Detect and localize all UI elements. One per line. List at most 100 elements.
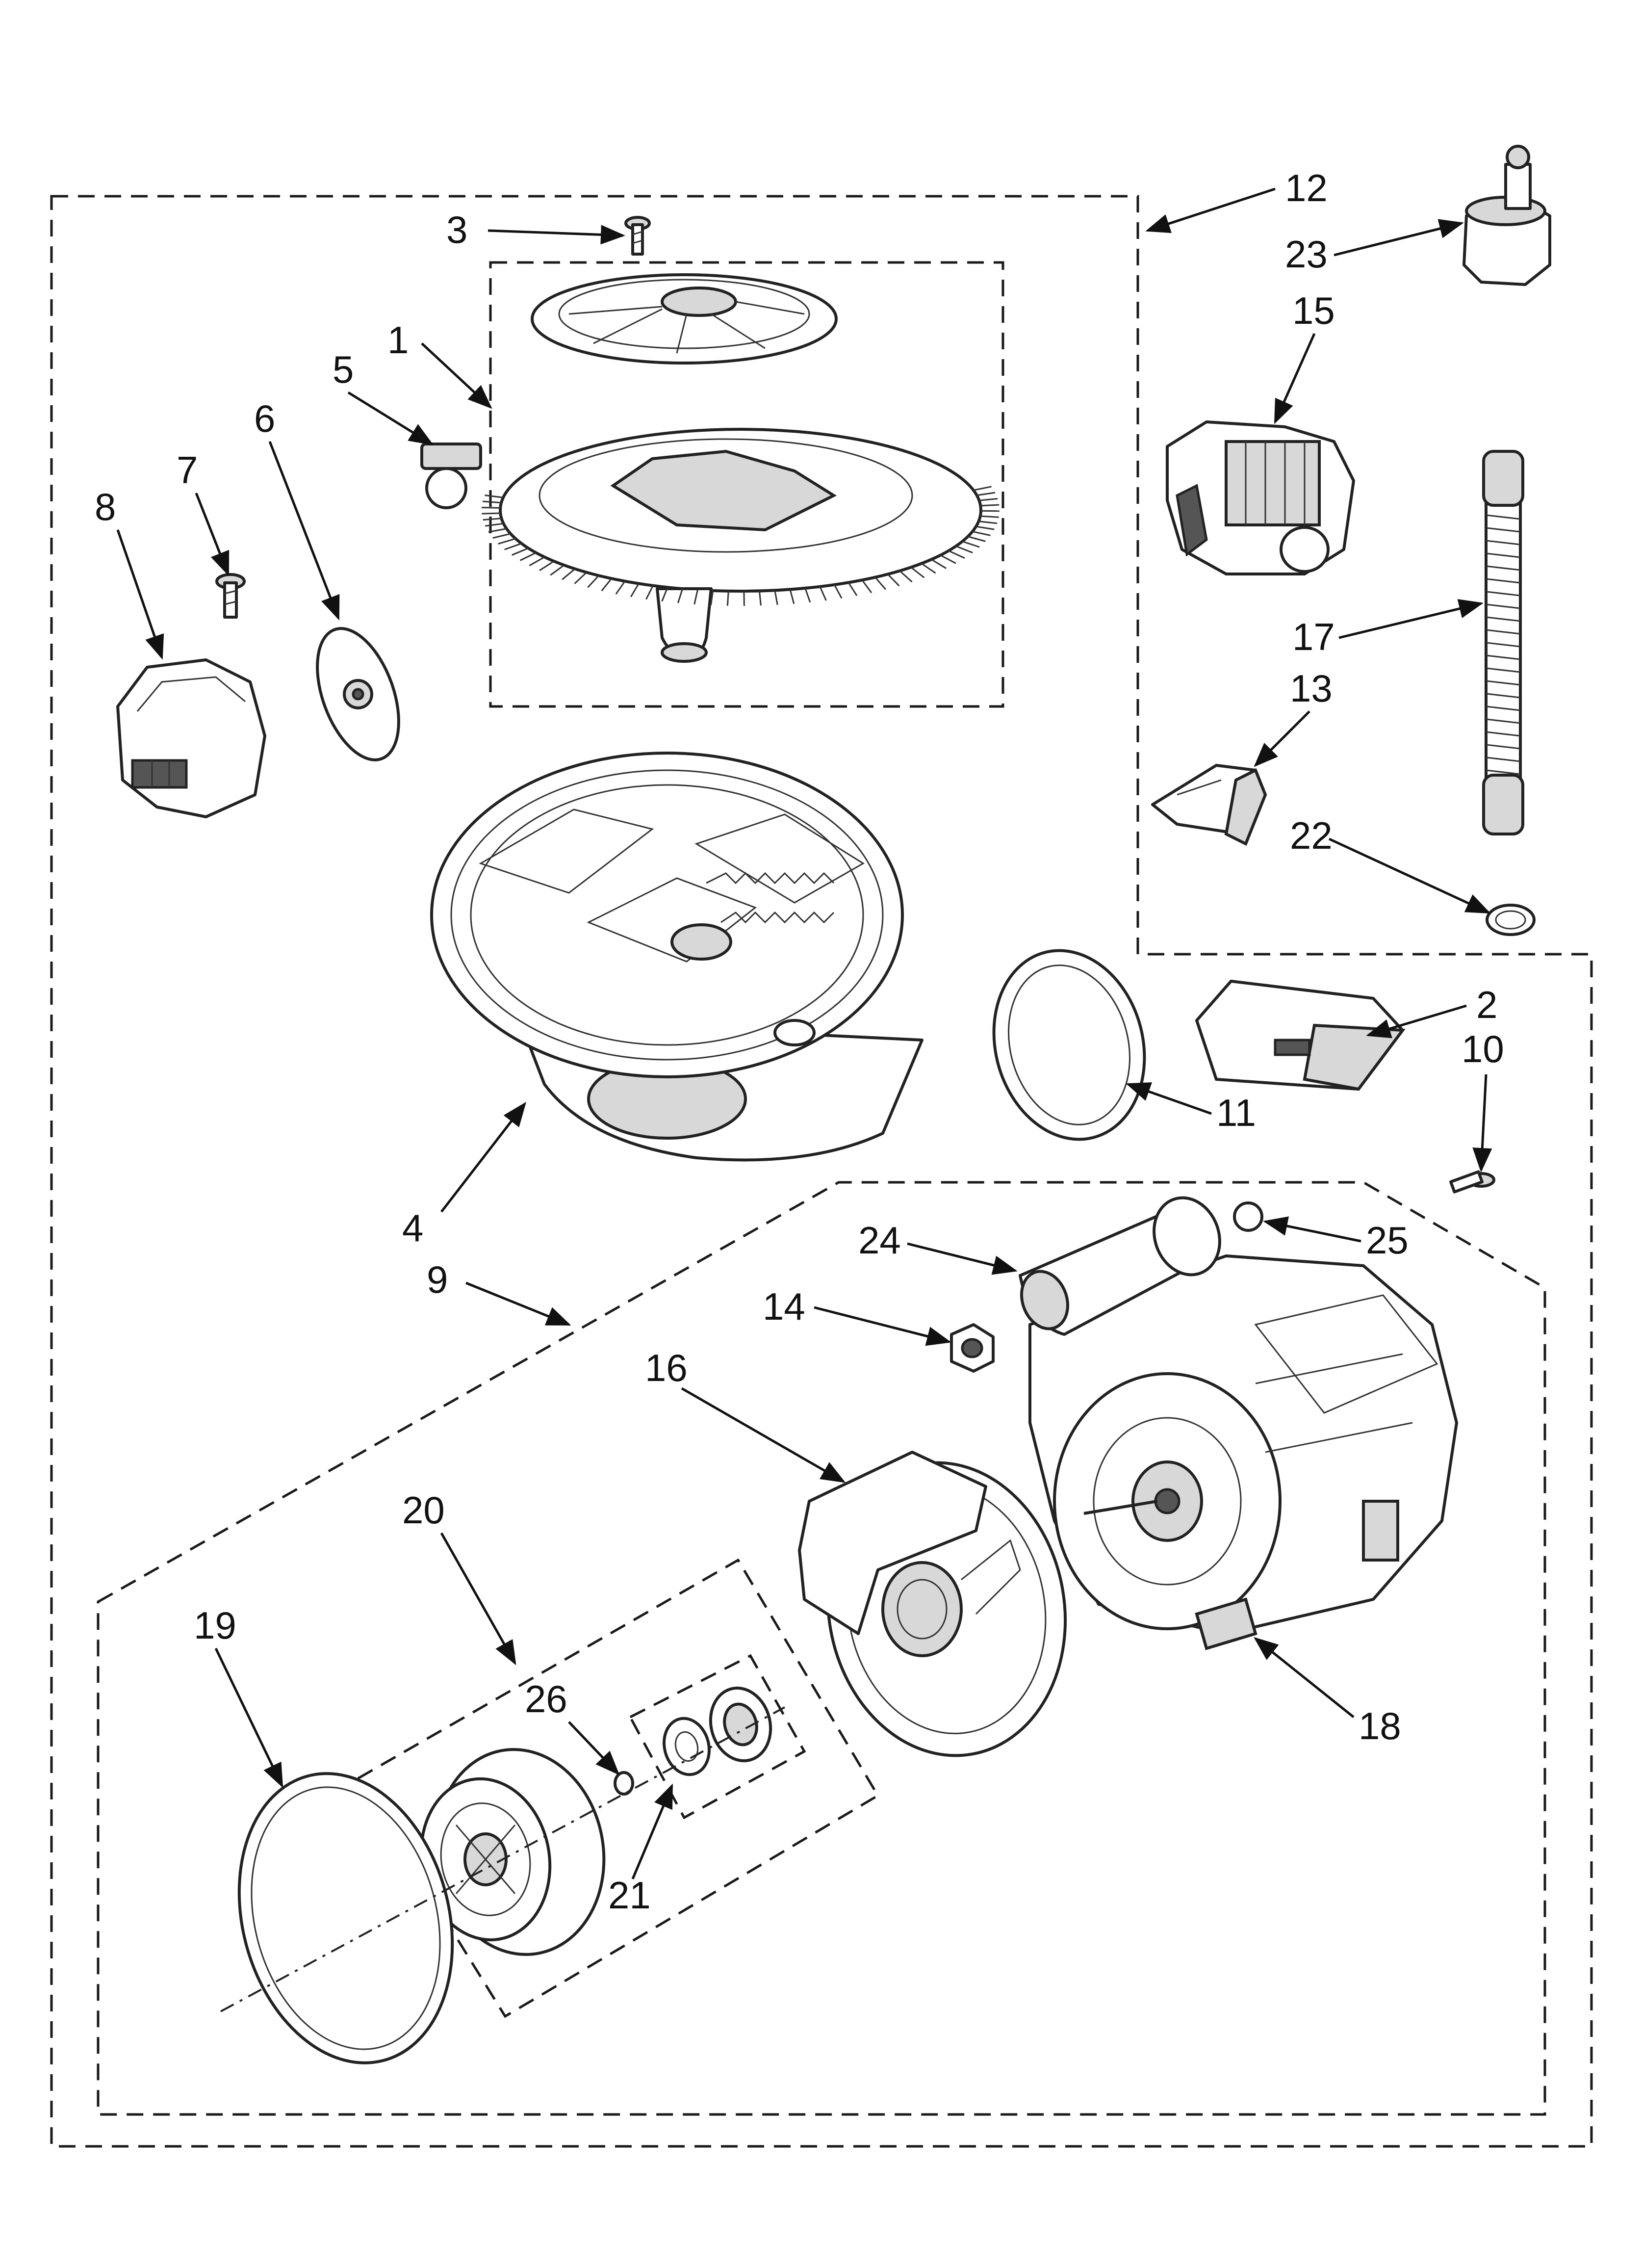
fin bbox=[498, 538, 516, 545]
callout-5: 5 bbox=[333, 348, 354, 391]
fin bbox=[539, 560, 555, 572]
fin bbox=[562, 568, 576, 580]
callout-20: 20 bbox=[402, 1488, 445, 1532]
hose-rib bbox=[1486, 552, 1521, 558]
hose-rib bbox=[1486, 756, 1521, 762]
nut-part-14 bbox=[950, 1323, 995, 1373]
hose-rib bbox=[1486, 744, 1521, 750]
hose-rib bbox=[1486, 693, 1521, 699]
pump-housing-part-16 bbox=[798, 1451, 1067, 1757]
callout-18: 18 bbox=[1359, 1704, 1401, 1747]
fin bbox=[693, 590, 698, 605]
fin bbox=[921, 563, 936, 574]
assembly-boundary-impeller-kit bbox=[356, 1558, 880, 2018]
callout-12: 12 bbox=[1285, 166, 1328, 209]
fin bbox=[492, 533, 511, 539]
fin bbox=[861, 579, 872, 594]
sump-part-4 bbox=[430, 752, 924, 1162]
callout-3: 3 bbox=[446, 208, 467, 251]
fin bbox=[979, 498, 998, 501]
fin bbox=[529, 556, 545, 567]
hose-rib bbox=[1486, 769, 1521, 775]
housing-part-8 bbox=[116, 658, 266, 818]
callout-23: 23 bbox=[1285, 233, 1328, 276]
fin bbox=[819, 586, 827, 601]
leader-line bbox=[440, 1532, 516, 1666]
fin bbox=[661, 587, 668, 602]
fin bbox=[519, 552, 537, 561]
leader-line bbox=[421, 342, 492, 409]
fin bbox=[976, 492, 996, 496]
disc-part-6 bbox=[316, 627, 400, 761]
leader-line bbox=[1328, 837, 1491, 914]
fin bbox=[804, 588, 811, 603]
leader-line bbox=[487, 225, 625, 245]
hose-rib bbox=[1486, 616, 1521, 622]
fin bbox=[899, 570, 913, 583]
leader-line bbox=[347, 391, 434, 445]
leader-lines bbox=[116, 187, 1492, 1879]
leader-line bbox=[268, 441, 340, 621]
callout-24: 24 bbox=[858, 1219, 901, 1262]
fin bbox=[758, 591, 762, 606]
screw-part-10 bbox=[1449, 1170, 1495, 1194]
spray-arm-upper-plate bbox=[531, 273, 838, 365]
fin bbox=[488, 528, 507, 533]
gasket-part-11 bbox=[992, 949, 1146, 1141]
leader-line bbox=[1126, 1082, 1212, 1115]
fin bbox=[847, 582, 858, 597]
leader-line bbox=[465, 1281, 571, 1326]
capacitor-part-24 bbox=[1019, 1196, 1221, 1336]
hose-rib bbox=[1486, 705, 1521, 711]
fin bbox=[910, 567, 925, 578]
hose-rib bbox=[1486, 654, 1521, 660]
fin bbox=[601, 578, 613, 592]
screw-part-7 bbox=[215, 573, 246, 619]
bracket-part-13 bbox=[1151, 764, 1267, 846]
fin bbox=[789, 589, 795, 604]
assembly-boundary-pump-motor bbox=[97, 1181, 1546, 2116]
fin bbox=[512, 547, 529, 556]
impeller-part-20 bbox=[419, 1748, 606, 1956]
leader-line bbox=[440, 1102, 527, 1213]
clamp-part-22 bbox=[1486, 904, 1536, 936]
fin bbox=[587, 575, 599, 588]
fin bbox=[504, 543, 522, 550]
spray-arm-fins bbox=[482, 486, 1000, 606]
leader-line bbox=[1338, 599, 1484, 639]
hose-part-17 bbox=[1482, 450, 1524, 835]
hose-rib bbox=[1486, 514, 1521, 520]
hose-ribs bbox=[1486, 514, 1521, 775]
assembly-axis bbox=[220, 1706, 785, 2012]
fin bbox=[972, 530, 991, 536]
hose-rib bbox=[1486, 603, 1521, 609]
hose-rib bbox=[1486, 565, 1521, 571]
leader-line bbox=[814, 1306, 951, 1346]
washer-part-26 bbox=[614, 1771, 634, 1796]
hose-rib bbox=[1486, 578, 1521, 584]
leader-line bbox=[1334, 219, 1464, 257]
leader-line bbox=[1254, 1637, 1355, 1718]
leader-line bbox=[1263, 1216, 1361, 1243]
hose-rib bbox=[1486, 540, 1521, 546]
fin bbox=[931, 559, 947, 569]
callout-8: 8 bbox=[95, 485, 116, 528]
fin bbox=[630, 583, 640, 598]
callout-22: 22 bbox=[1290, 814, 1333, 857]
seal-part-21 bbox=[663, 1686, 772, 1776]
fin bbox=[645, 585, 654, 600]
fin bbox=[677, 588, 684, 603]
hose-rib bbox=[1486, 680, 1521, 686]
fin bbox=[948, 550, 965, 559]
assembly-boundary-spray-arm bbox=[489, 261, 1004, 708]
hose-rib bbox=[1486, 731, 1521, 737]
fin bbox=[485, 522, 504, 527]
callout-17: 17 bbox=[1292, 615, 1335, 658]
leader-line bbox=[907, 1242, 1018, 1275]
callout-2: 2 bbox=[1476, 983, 1497, 1026]
fin bbox=[955, 545, 973, 553]
fin bbox=[615, 580, 626, 595]
ring-seal-part-19 bbox=[237, 1772, 454, 2064]
fin bbox=[975, 525, 995, 530]
